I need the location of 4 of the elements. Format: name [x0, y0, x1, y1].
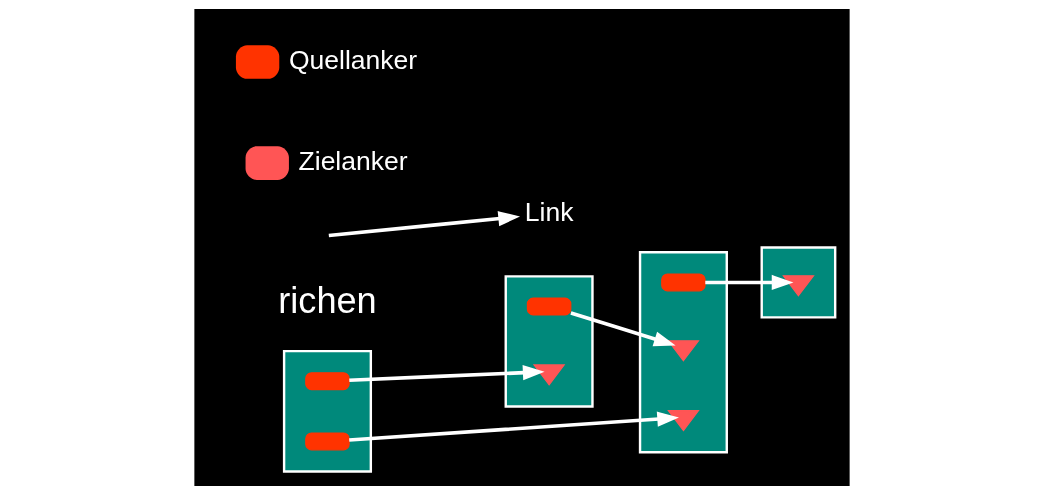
legend-label: Quellanker [288, 44, 418, 75]
label: richen [278, 279, 377, 321]
legend-label: Link [524, 196, 574, 227]
legend-label: Zielanker [298, 145, 408, 176]
